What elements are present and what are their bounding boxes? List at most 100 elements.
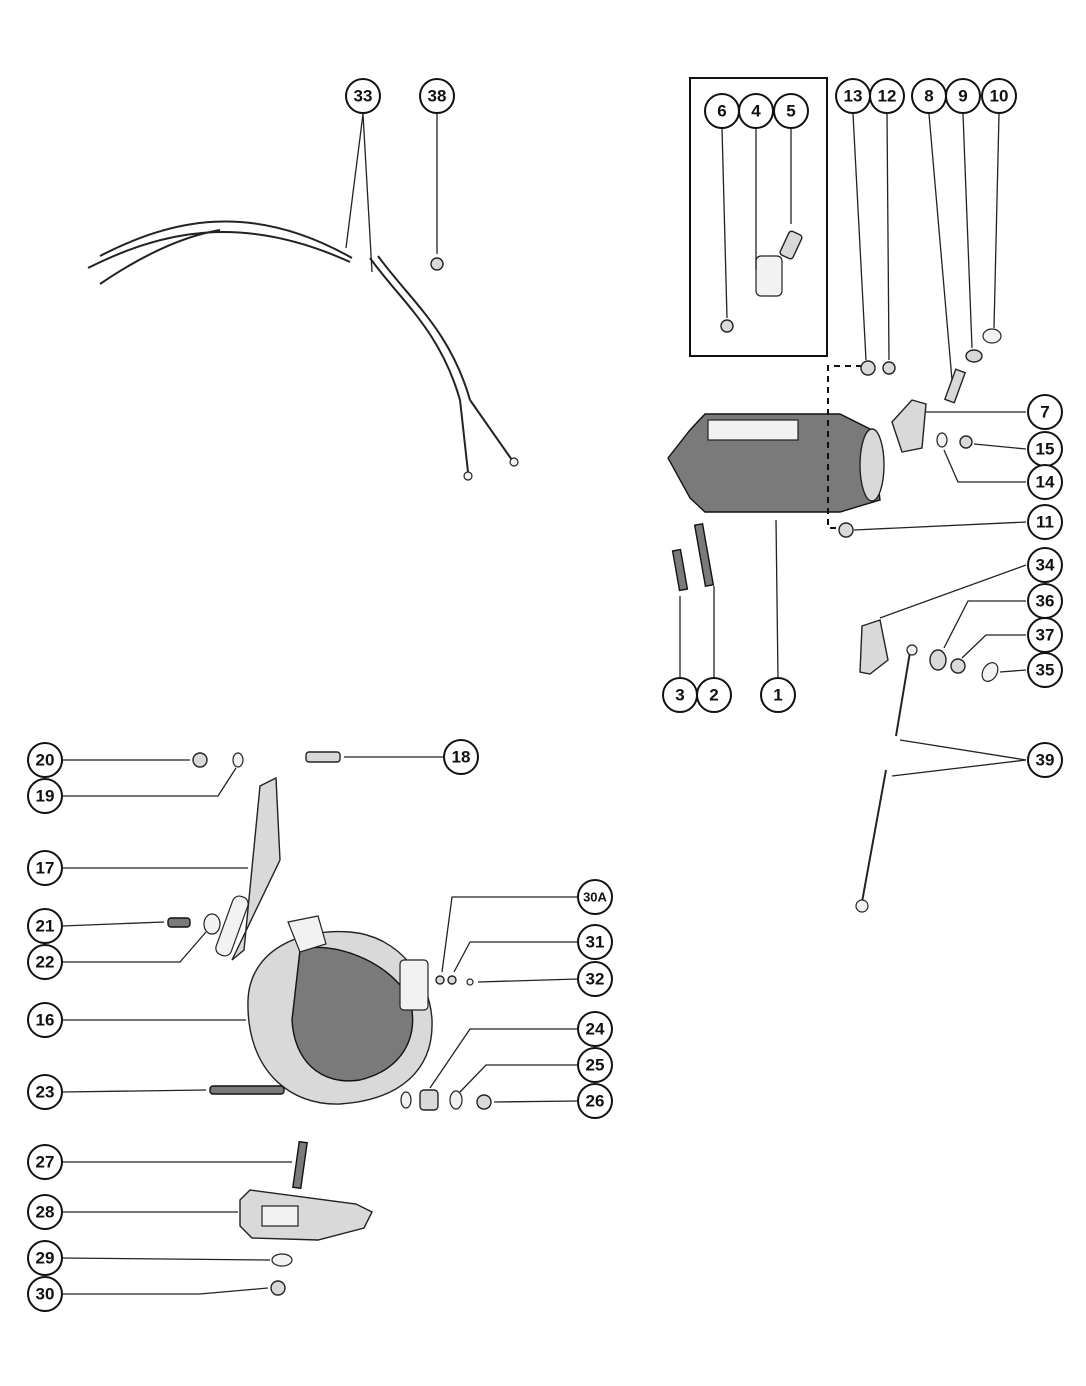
nut-20 [192, 752, 208, 768]
callout-21: 21 [27, 908, 63, 944]
callout-29: 29 [27, 1240, 63, 1276]
callout-label-25: 25 [586, 1056, 605, 1075]
leader-15 [973, 443, 1027, 450]
ring-terminal-a [463, 471, 473, 481]
leader-13 [852, 113, 867, 361]
callout-label-39: 39 [1036, 751, 1055, 770]
callout-10: 10 [981, 78, 1017, 114]
callout-label-14: 14 [1036, 473, 1055, 492]
brace-17 [231, 776, 281, 961]
callout-label-28: 28 [36, 1203, 55, 1222]
washer-14 [936, 432, 948, 448]
bolt-2 [693, 522, 715, 588]
callout-label-22: 22 [36, 953, 55, 972]
leader-33b [362, 113, 373, 273]
nut-31 [447, 975, 457, 985]
washer-spacer [400, 1091, 412, 1109]
callout-38: 38 [419, 78, 455, 114]
nut-37 [950, 658, 966, 674]
callout-30: 30 [27, 1276, 63, 1312]
nut-15 [959, 435, 973, 449]
leader-19 [62, 767, 237, 797]
washer-25 [449, 1090, 463, 1110]
callout-label-17: 17 [36, 859, 55, 878]
callout-28: 28 [27, 1194, 63, 1230]
callout-label-20: 20 [36, 751, 55, 770]
harness-lead-a [459, 399, 469, 473]
washer-29 [271, 1253, 293, 1267]
callout-14: 14 [1027, 464, 1063, 500]
callout-23: 23 [27, 1074, 63, 1110]
starter-solenoid-band [707, 419, 799, 441]
nut-30 [270, 1280, 286, 1296]
callout-label-27: 27 [36, 1153, 55, 1172]
callout-label-29: 29 [36, 1249, 55, 1268]
callout-label-38: 38 [428, 87, 447, 106]
callout-37: 37 [1027, 617, 1063, 653]
callout-label-10: 10 [990, 87, 1009, 106]
leader-32 [477, 978, 579, 983]
leader-37 [961, 634, 1026, 659]
callout-4: 4 [738, 93, 774, 129]
callout-27: 27 [27, 1144, 63, 1180]
bracket-7 [891, 399, 927, 453]
leader-6 [721, 127, 728, 319]
callout-31: 31 [577, 924, 613, 960]
callout-label-13: 13 [844, 87, 863, 106]
ring-terminal-b [509, 457, 519, 467]
leader-21 [61, 921, 165, 927]
leader-35 [999, 669, 1027, 673]
leader-39a [899, 739, 1027, 761]
leader-11 [853, 521, 1027, 531]
washer-13 [860, 360, 876, 376]
callout-label-19: 19 [36, 787, 55, 806]
callout-label-33: 33 [354, 87, 373, 106]
alternator-terminal-block [399, 959, 429, 1011]
brace-slot [215, 895, 249, 957]
callout-label-36: 36 [1036, 592, 1055, 611]
callout-3: 3 [662, 677, 698, 713]
leader-12 [886, 113, 890, 361]
bolt-8 [943, 368, 967, 404]
leader-25 [459, 1064, 578, 1093]
callout-label-35: 35 [1036, 661, 1055, 680]
callout-label-37: 37 [1036, 626, 1055, 645]
leader-10 [993, 113, 1000, 329]
grommet-10 [982, 328, 1002, 344]
starter-motor-group [667, 77, 1027, 679]
callout-19: 19 [27, 778, 63, 814]
alternator-mount-ear [287, 915, 327, 953]
callout-12: 12 [869, 78, 905, 114]
kit-box [689, 77, 828, 357]
callout-24: 24 [577, 1011, 613, 1047]
leader-34 [879, 564, 1027, 619]
leader-8 [928, 113, 953, 381]
terminal-35 [981, 662, 999, 682]
leader-33a [345, 113, 364, 249]
harness-wire-upper-2 [99, 220, 353, 259]
harness-lead-b [469, 399, 513, 461]
washer-22 [203, 913, 221, 935]
callout-label-24: 24 [586, 1020, 605, 1039]
callout-5: 5 [773, 93, 809, 129]
callout-8: 8 [911, 78, 947, 114]
leader-14 [943, 449, 1026, 483]
callout-35: 35 [1027, 652, 1063, 688]
callout-label-18: 18 [452, 748, 471, 767]
bolt-3 [671, 548, 689, 592]
cable-39-lower [861, 769, 887, 903]
callout-label-9: 9 [958, 87, 967, 106]
bolt-21 [167, 917, 191, 928]
leader-24 [429, 1028, 578, 1089]
stud-18 [305, 751, 341, 763]
spring-5 [779, 230, 803, 260]
nut-11 [838, 522, 854, 538]
cable-end-top [906, 644, 918, 656]
callout-1: 1 [760, 677, 796, 713]
alternator-rear-housing [291, 946, 414, 1082]
callout-label-1: 1 [773, 686, 782, 705]
bracket-28 [239, 1189, 373, 1241]
starter-end-cap [859, 428, 885, 502]
callout-label-21: 21 [36, 917, 55, 936]
